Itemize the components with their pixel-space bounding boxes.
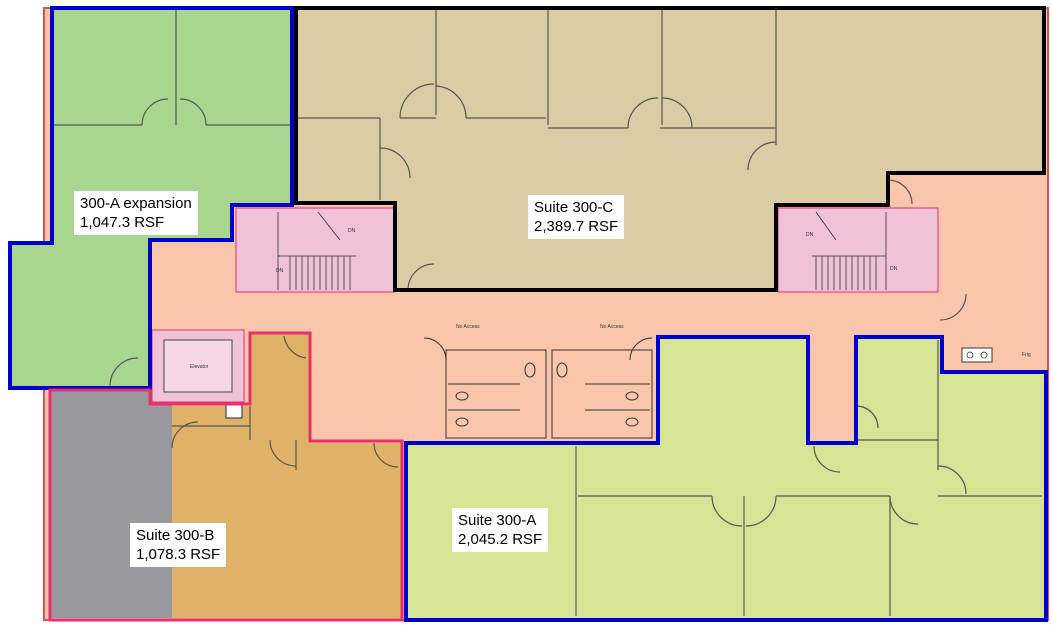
suite-300a-expansion-label: 300-A expansion 1,047.3 RSF [74, 191, 198, 235]
suite-300a-expansion-name: 300-A expansion [80, 195, 192, 212]
suite-300b-storage-area [50, 390, 172, 618]
restrooms [423, 337, 653, 439]
stair-label-4: DN [890, 266, 898, 272]
interior-walls [52, 10, 1042, 616]
suite-300b-border [48, 331, 404, 622]
stair-treads-left [277, 211, 356, 290]
suite-300b-name: Suite 300-B [136, 527, 215, 544]
stair-label-2: DN [276, 268, 284, 274]
suite-300c-name: Suite 300-C [534, 199, 614, 216]
suite-300b-label: Suite 300-B 1,078.3 RSF [130, 523, 227, 567]
stair-treads-right [812, 211, 887, 290]
suite-300a-label: Suite 300-A 2,045.2 RSF [452, 508, 549, 552]
suite-300a-expansion-rsf: 1,047.3 RSF [80, 214, 165, 231]
stairwell-left [235, 207, 395, 293]
stair-label-1: DN [348, 228, 356, 234]
suite-300a-rsf: 2,045.2 RSF [458, 531, 543, 548]
stair-label-3: DN [806, 232, 814, 238]
refrigerator-label: Frig [1022, 352, 1031, 358]
kitchen-sink [961, 347, 993, 363]
suite-300a-name: Suite 300-A [458, 512, 537, 529]
elevator-car [163, 339, 233, 393]
suite-300b-rsf: 1,078.3 RSF [136, 546, 221, 563]
restroom-label-1: No Access [456, 324, 480, 330]
suite-300a-expansion-border [8, 6, 294, 390]
suite-300c-area[interactable] [296, 8, 1044, 290]
suite-300a-border [404, 335, 1048, 622]
suite-300b-area[interactable] [172, 333, 402, 618]
suite-300c-label: Suite 300-C 2,389.7 RSF [528, 195, 625, 239]
suite-300c-rsf: 2,389.7 RSF [534, 218, 619, 235]
restroom-label-2: No Access [600, 324, 624, 330]
suite-300a-area[interactable] [406, 337, 1044, 618]
elevator-label: Elevator [190, 364, 209, 370]
suite-300c-border [294, 6, 1046, 292]
